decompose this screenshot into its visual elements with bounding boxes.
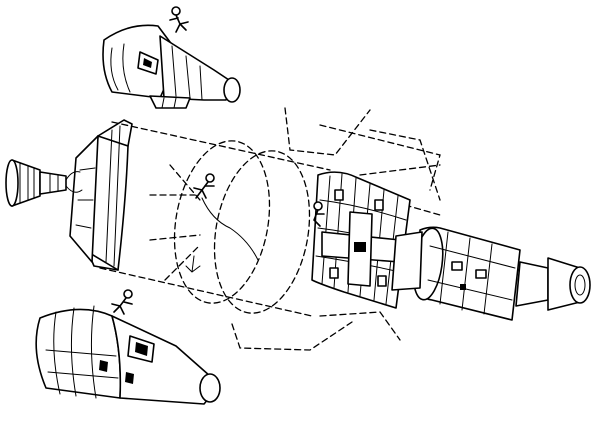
tether-line: [201, 197, 259, 261]
right-service-module: [412, 226, 591, 321]
adapter-tunnel: [391, 231, 423, 291]
astronaut-center: [193, 173, 259, 261]
upper-stage-engine-bell: [5, 159, 67, 207]
service-module-nozzle: [515, 257, 591, 311]
dashed-lab-cylinder: [99, 121, 331, 317]
astronaut-adapter: [313, 201, 325, 227]
small-strut: [185, 255, 201, 273]
docking-adapter: [311, 171, 411, 309]
small-capsule-top: [102, 24, 241, 109]
astronaut-lower: [111, 289, 133, 315]
dashed-solar-panels: [231, 107, 441, 351]
upper-stage-cylinder: [5, 119, 133, 271]
astronaut-top: [169, 6, 189, 33]
lower-conical-capsule: [35, 305, 221, 405]
